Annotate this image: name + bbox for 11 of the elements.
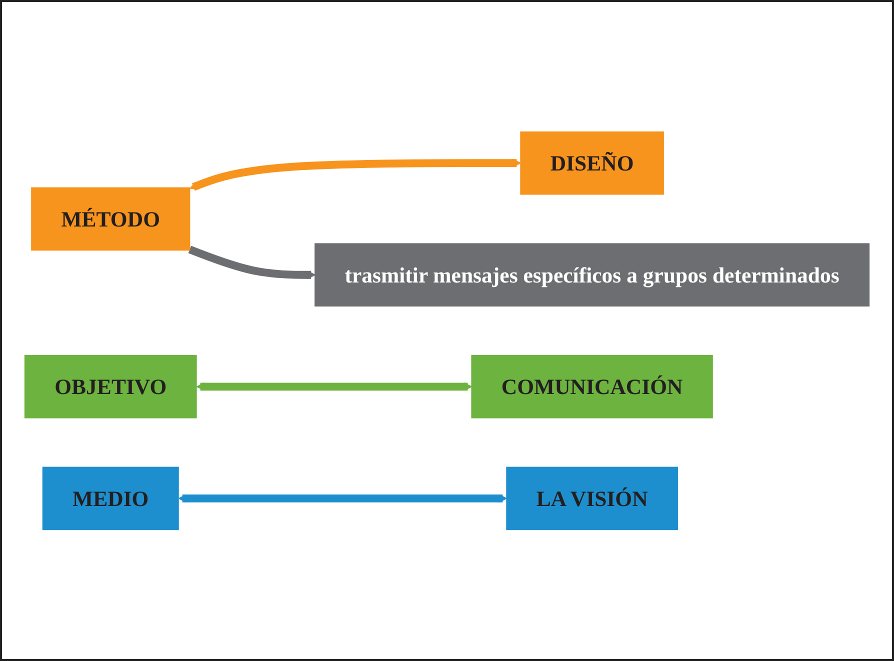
arrow <box>188 245 316 279</box>
arrow <box>178 494 508 503</box>
node-box: LA VISIÓN <box>506 466 678 530</box>
node-box: MÉTODO <box>31 187 190 250</box>
arrow <box>190 158 522 191</box>
node-box: MEDIO <box>42 466 179 530</box>
arrow <box>196 382 472 391</box>
node-box: trasmitir mensajes específicos a grupos determinados <box>314 242 870 306</box>
node-box: OBJETIVO <box>24 354 197 418</box>
node-box: COMUNICACIÓN <box>471 354 713 418</box>
node-box: DISEÑO <box>520 131 664 194</box>
